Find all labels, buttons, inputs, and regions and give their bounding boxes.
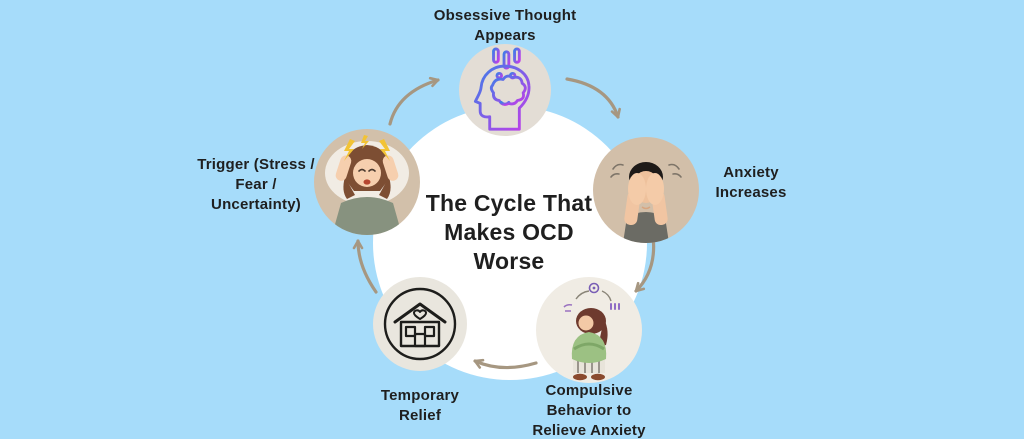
node-obsessive-thought bbox=[459, 44, 551, 136]
node-anxiety-increases bbox=[593, 137, 699, 243]
node-compulsive-behavior bbox=[536, 277, 642, 383]
label-trigger: Trigger (Stress / Fear / Uncertainty) bbox=[197, 156, 315, 213]
label-obsessive-thought: Obsessive Thought Appears bbox=[433, 7, 577, 44]
label-anxiety-increases: Anxiety Increases bbox=[715, 164, 787, 201]
node-temporary-relief bbox=[373, 277, 467, 371]
arrow-trigger-to-obsessive bbox=[388, 76, 440, 126]
label-temporary-relief: Temporary Relief bbox=[380, 387, 460, 424]
diagram-title: The Cycle That Makes OCD Worse bbox=[425, 190, 593, 274]
person-covering-face-illustration bbox=[610, 162, 682, 243]
arrow-obsessive-to-anxiety bbox=[565, 77, 621, 119]
stressed-person-illustration bbox=[325, 135, 409, 235]
person-hugging-knees-illustration bbox=[563, 282, 620, 381]
node-trigger bbox=[314, 129, 420, 235]
brain-head-icon bbox=[473, 47, 531, 131]
house-heart-icon bbox=[383, 287, 457, 361]
label-compulsive-behavior: Compulsive Behavior to Relieve Anxiety bbox=[532, 382, 646, 439]
